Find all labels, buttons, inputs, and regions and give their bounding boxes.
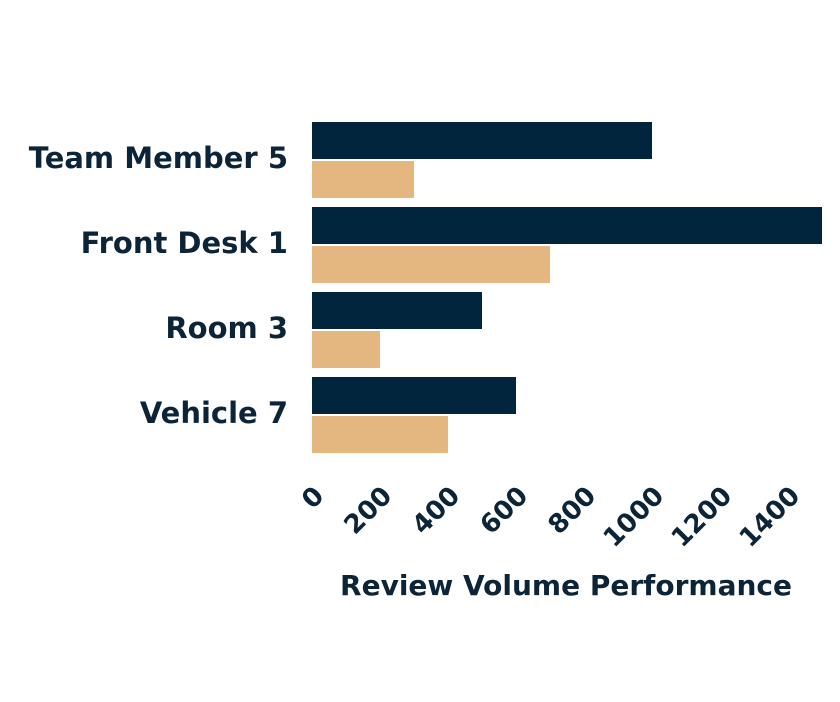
bars — [312, 122, 822, 453]
x-tick-label: 400 — [407, 481, 467, 541]
x-tick-label: 1400 — [734, 481, 806, 553]
category-label: Front Desk 1 — [81, 226, 288, 260]
x-tick-label: 800 — [543, 481, 603, 541]
x-tick-label: 600 — [475, 481, 535, 541]
x-tick-label: 1000 — [598, 481, 670, 553]
category-labels: Team Member 5 Front Desk 1 Room 3 Vehicle 7 — [29, 141, 288, 430]
bar-dark-3 — [312, 377, 516, 414]
x-tick-label: 0 — [296, 481, 330, 515]
bar-tan-1 — [312, 246, 550, 283]
bar-dark-0 — [312, 122, 652, 159]
category-label: Vehicle 7 — [140, 396, 288, 430]
category-label: Room 3 — [165, 311, 288, 345]
x-axis-title: Review Volume Performance — [340, 569, 792, 602]
bar-tan-0 — [312, 161, 414, 198]
bar-dark-1 — [312, 207, 822, 244]
x-tick-label: 200 — [339, 481, 399, 541]
bar-tan-2 — [312, 331, 380, 368]
x-tick-label: 1200 — [666, 481, 738, 553]
bar-dark-2 — [312, 292, 482, 329]
bar-tan-3 — [312, 416, 448, 453]
category-label: Team Member 5 — [29, 141, 288, 175]
